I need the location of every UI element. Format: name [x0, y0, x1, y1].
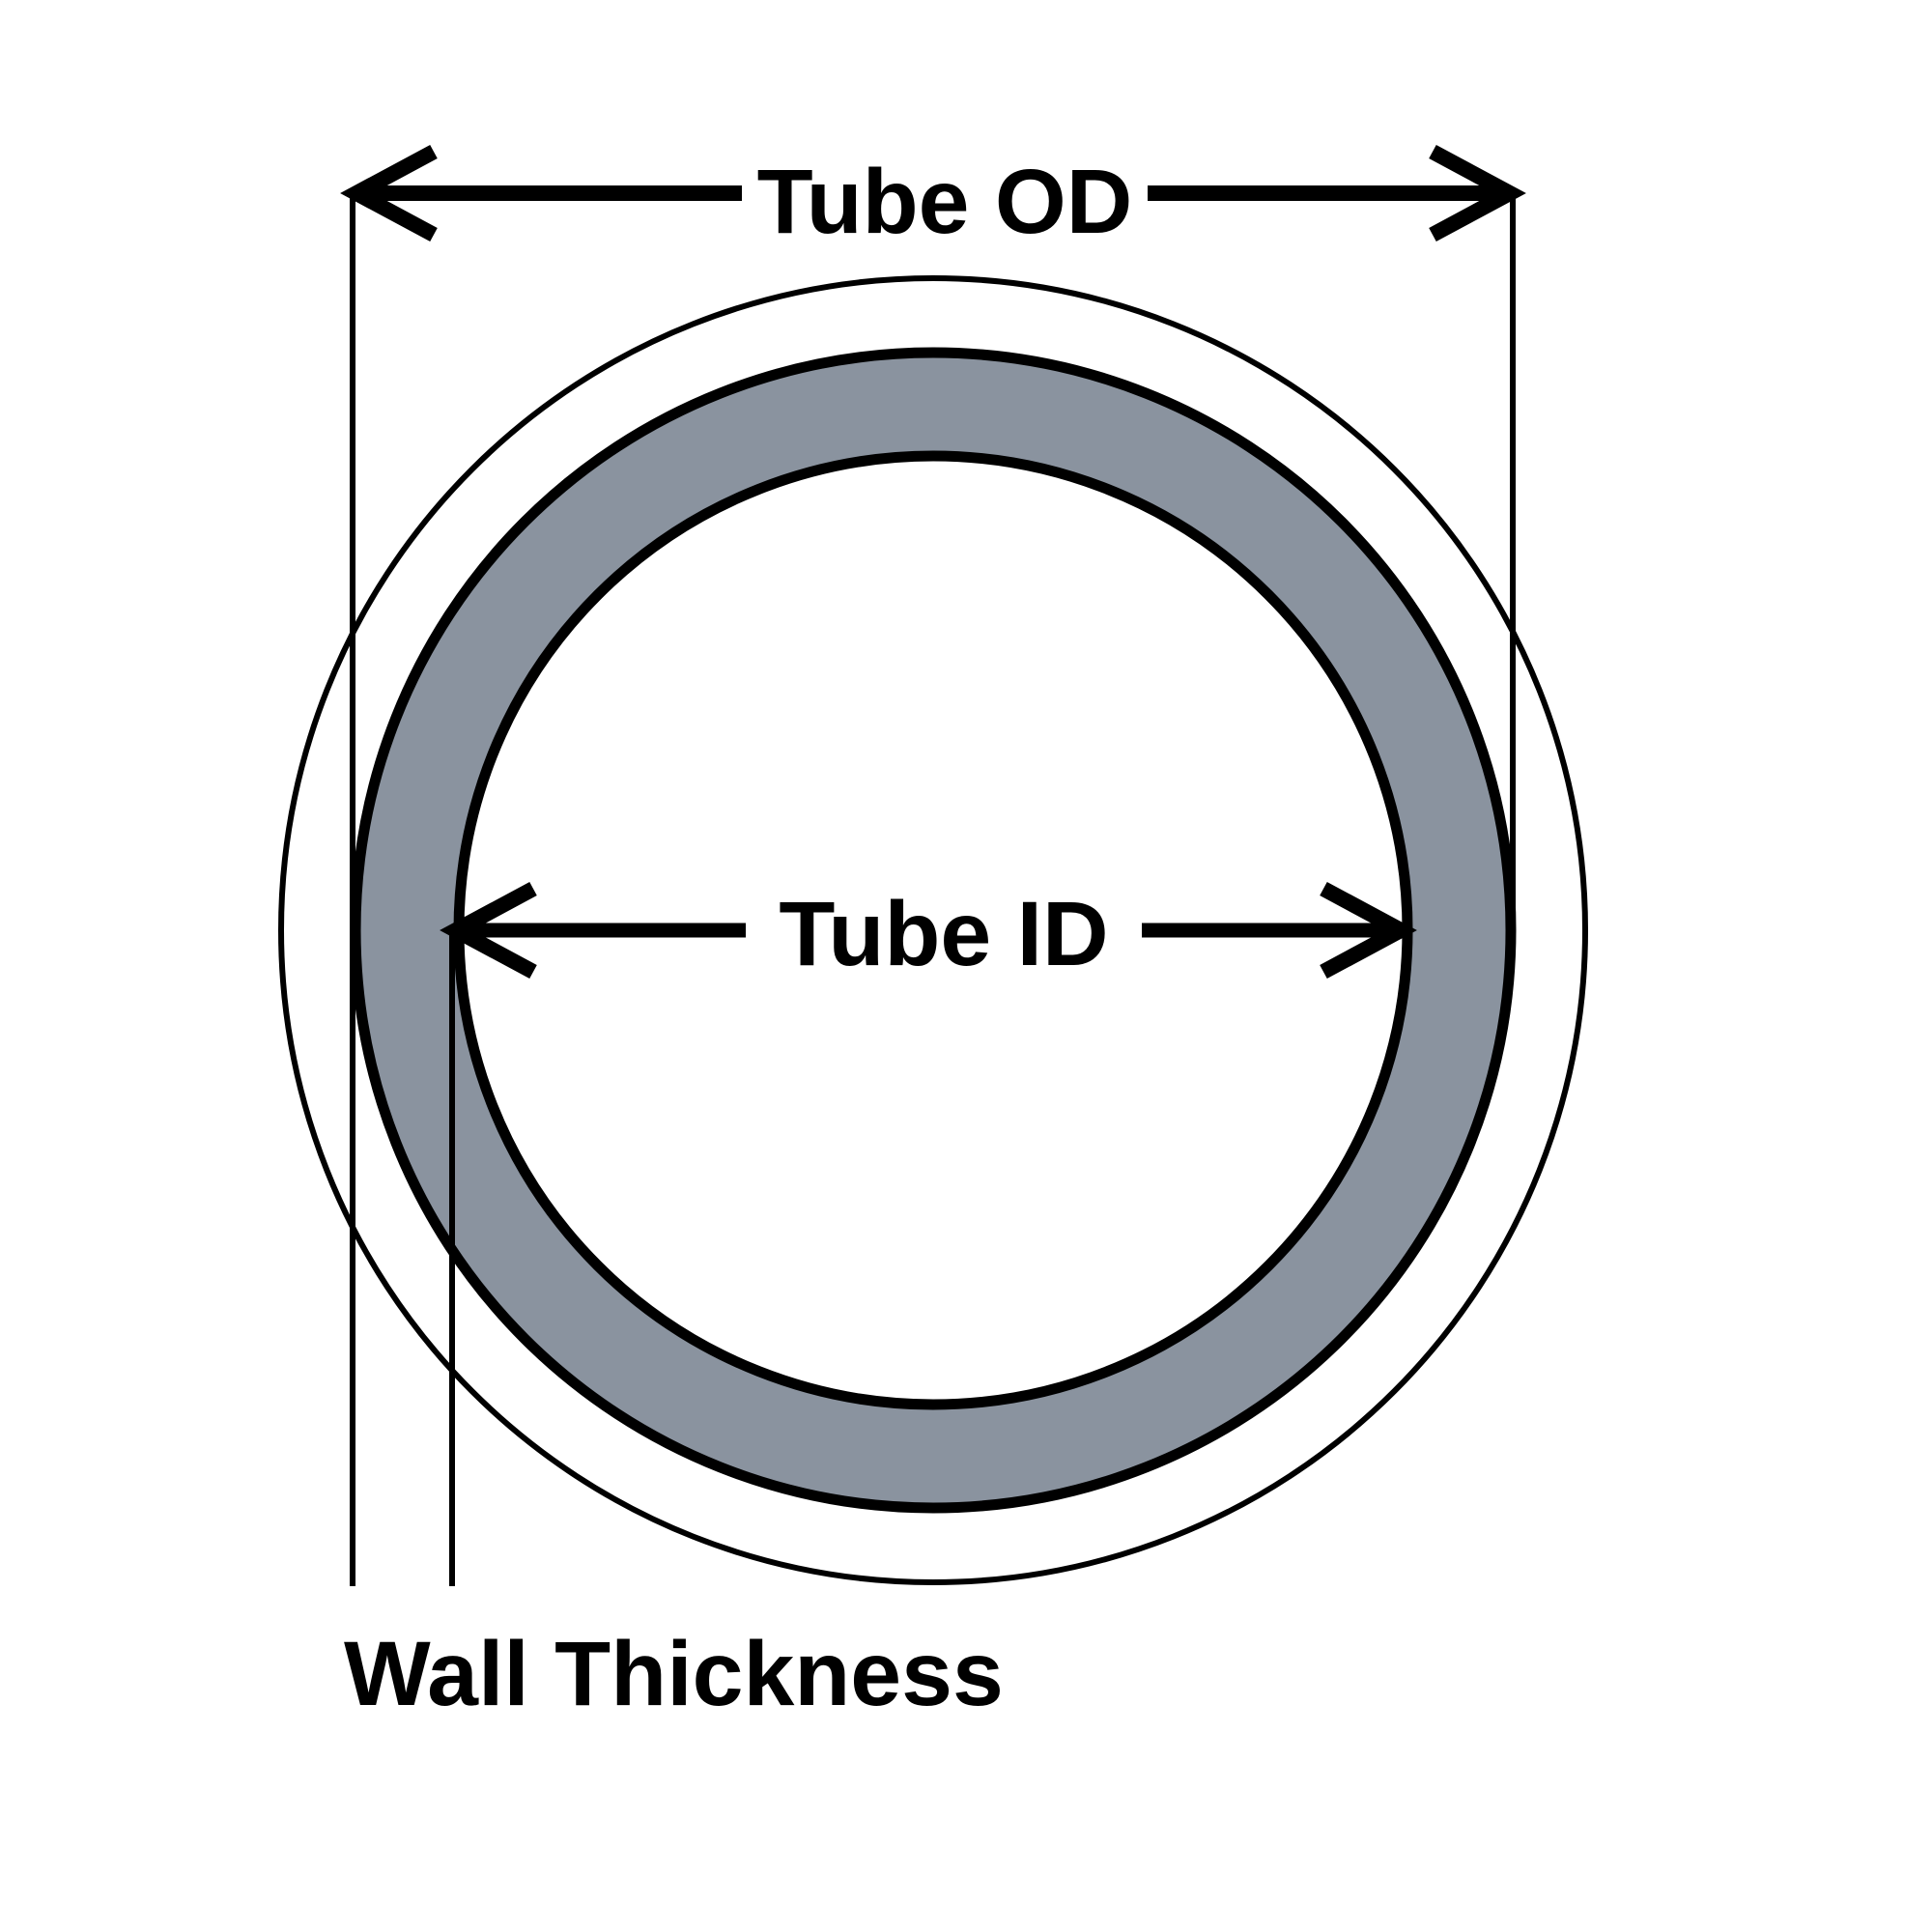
- tube-od-dimension-arrow: [340, 144, 1526, 242]
- wall-thickness-label: Wall Thickness: [344, 1623, 1004, 1725]
- tube-od-arrowhead-right-icon: [1429, 144, 1526, 242]
- tube-id-dimension-arrow: [440, 881, 1417, 980]
- outer-sleeve-circle: [278, 275, 1588, 1585]
- diagram-linework: [278, 144, 1588, 1586]
- diagram-labels: Tube OD Tube ID Wall Thickness: [344, 151, 1132, 1725]
- tube-id-arrowhead-right-icon: [1320, 881, 1417, 980]
- tube-od-label: Tube OD: [757, 151, 1133, 253]
- tube-id-arrowhead-left-icon: [440, 881, 537, 980]
- tube-od-arrowhead-left-icon: [340, 144, 438, 242]
- tube-id-label: Tube ID: [779, 883, 1108, 985]
